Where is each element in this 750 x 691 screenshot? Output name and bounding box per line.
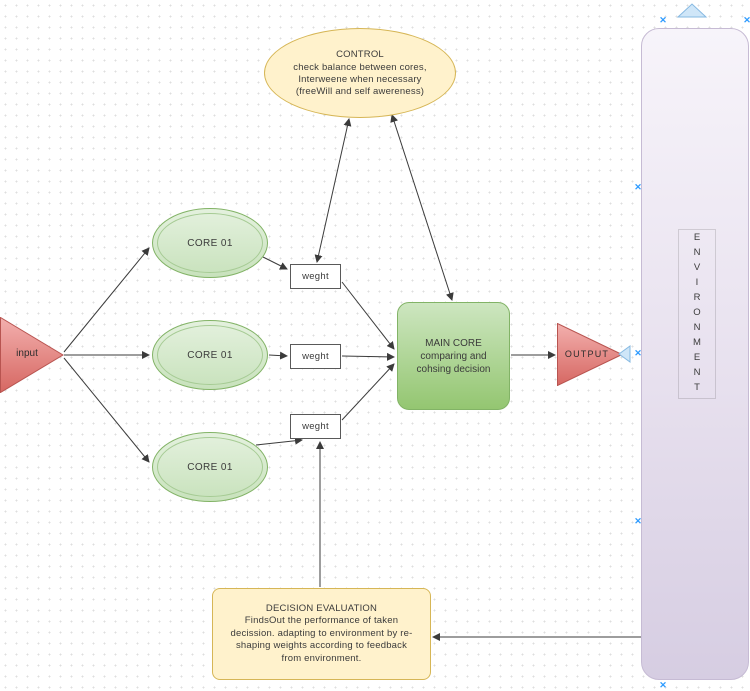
- node-weight-3[interactable]: weght: [290, 414, 341, 439]
- edge-weight1-maincore[interactable]: [341, 281, 395, 350]
- decision-line: shaping weights according to feedback: [235, 640, 408, 652]
- output-label: OUTPUT: [564, 349, 610, 359]
- node-core-2[interactable]: CORE 01: [152, 320, 268, 390]
- control-line: check balance between cores,: [293, 61, 427, 73]
- direction-arrow-up-icon[interactable]: [676, 2, 708, 18]
- main-core-line: comparing and: [420, 350, 487, 362]
- edge-core3-weight3[interactable]: [255, 436, 303, 446]
- edge-input-core3[interactable]: [63, 357, 150, 463]
- edge-input-core1[interactable]: [63, 247, 150, 353]
- input-label: input: [16, 348, 38, 359]
- core-label: CORE 01: [187, 349, 233, 361]
- connection-point-icon[interactable]: ✕: [743, 15, 750, 25]
- edge-control-maincore[interactable]: [390, 114, 454, 301]
- node-main-core[interactable]: MAIN CORE comparing and cohsing decision: [397, 302, 510, 410]
- edge-core1-weight1[interactable]: [262, 256, 288, 270]
- core-inner-ring: CORE 01: [157, 213, 263, 273]
- weight-label: weght: [302, 271, 329, 282]
- node-weight-2[interactable]: weght: [290, 344, 341, 369]
- direction-arrow-left-icon[interactable]: [618, 345, 631, 363]
- weight-label: weght: [302, 351, 329, 362]
- node-output-triangle[interactable]: [557, 323, 623, 386]
- control-title: CONTROL: [336, 48, 384, 60]
- connection-point-icon[interactable]: ✕: [634, 348, 642, 358]
- main-core-line: cohsing decision: [416, 363, 491, 375]
- edge-weight3-maincore[interactable]: [341, 363, 395, 421]
- edge-weight2-maincore[interactable]: [341, 352, 395, 361]
- core-inner-ring: CORE 01: [157, 325, 263, 385]
- control-line: (freeWill and self awereness): [295, 85, 425, 97]
- decision-line: decission. adapting to environment by re…: [230, 627, 413, 639]
- node-weight-1[interactable]: weght: [290, 264, 341, 289]
- connection-point-icon[interactable]: ✕: [659, 680, 667, 690]
- decision-line: FindsOut the performance of taken: [244, 615, 399, 627]
- node-environment[interactable]: ENVIRONMENT: [641, 28, 749, 680]
- environment-label: ENVIRONMENT: [678, 229, 716, 399]
- edge-control-weight1[interactable]: [314, 118, 352, 263]
- node-control[interactable]: CONTROL check balance between cores, Int…: [264, 28, 456, 118]
- connection-point-icon[interactable]: ✕: [659, 15, 667, 25]
- core-inner-ring: CORE 01: [157, 437, 263, 497]
- weight-label: weght: [302, 421, 329, 432]
- decision-title: DECISION EVALUATION: [265, 602, 378, 614]
- node-decision-evaluation[interactable]: DECISION EVALUATION FindsOut the perform…: [212, 588, 431, 680]
- node-core-3[interactable]: CORE 01: [152, 432, 268, 502]
- node-core-1[interactable]: CORE 01: [152, 208, 268, 278]
- decision-line: from environment.: [281, 652, 362, 664]
- core-label: CORE 01: [187, 461, 233, 473]
- node-input-triangle[interactable]: [0, 317, 64, 393]
- edge-core2-weight2[interactable]: [268, 351, 288, 360]
- core-label: CORE 01: [187, 237, 233, 249]
- main-core-title: MAIN CORE: [425, 337, 482, 349]
- connection-point-icon[interactable]: ✕: [634, 516, 642, 526]
- control-line: Interweene when necessary: [298, 73, 422, 85]
- connection-point-icon[interactable]: ✕: [634, 182, 642, 192]
